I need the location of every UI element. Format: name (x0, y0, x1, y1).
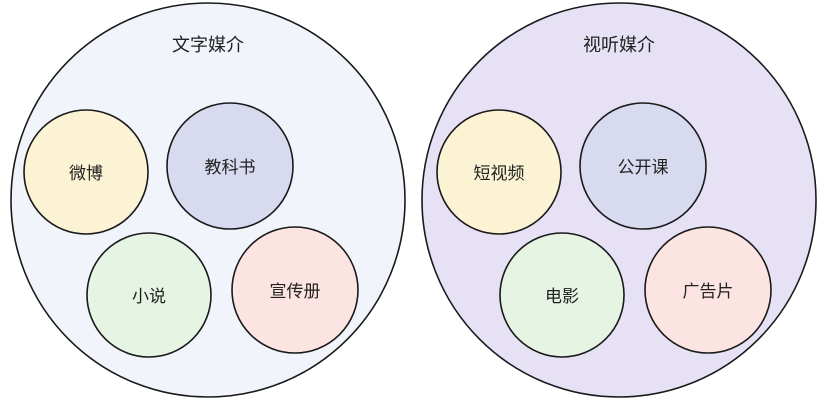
item-ad-film-label: 广告片 (683, 282, 734, 302)
item-brochure: 宣传册 (231, 226, 359, 354)
item-novel-circle (86, 232, 212, 358)
item-brochure-circle (231, 226, 359, 354)
item-weibo-label: 微博 (69, 164, 103, 184)
item-weibo-circle (23, 109, 149, 235)
group-text-media: 文字媒介 微博 教科书 小说 宣传册 (10, 2, 406, 398)
item-movie-circle (499, 232, 625, 358)
item-textbook: 教科书 (166, 102, 294, 230)
group-av-media: 视听媒介 短视频 公开课 电影 广告片 (421, 2, 817, 398)
item-short-video: 短视频 (436, 109, 562, 235)
item-weibo: 微博 (23, 109, 149, 235)
item-textbook-label: 教科书 (205, 158, 256, 178)
item-ad-film-circle (644, 226, 772, 354)
item-brochure-label: 宣传册 (270, 282, 321, 302)
item-open-course-label: 公开课 (618, 158, 669, 178)
item-short-video-circle (436, 109, 562, 235)
item-textbook-circle (166, 102, 294, 230)
group-text-media-title: 文字媒介 (172, 35, 244, 56)
item-short-video-label: 短视频 (474, 164, 525, 184)
item-movie: 电影 (499, 232, 625, 358)
item-open-course: 公开课 (579, 102, 707, 230)
item-open-course-circle (579, 102, 707, 230)
item-ad-film: 广告片 (644, 226, 772, 354)
item-novel: 小说 (86, 232, 212, 358)
group-av-media-title: 视听媒介 (583, 35, 655, 56)
item-movie-label: 电影 (545, 287, 579, 307)
item-novel-label: 小说 (132, 287, 166, 307)
